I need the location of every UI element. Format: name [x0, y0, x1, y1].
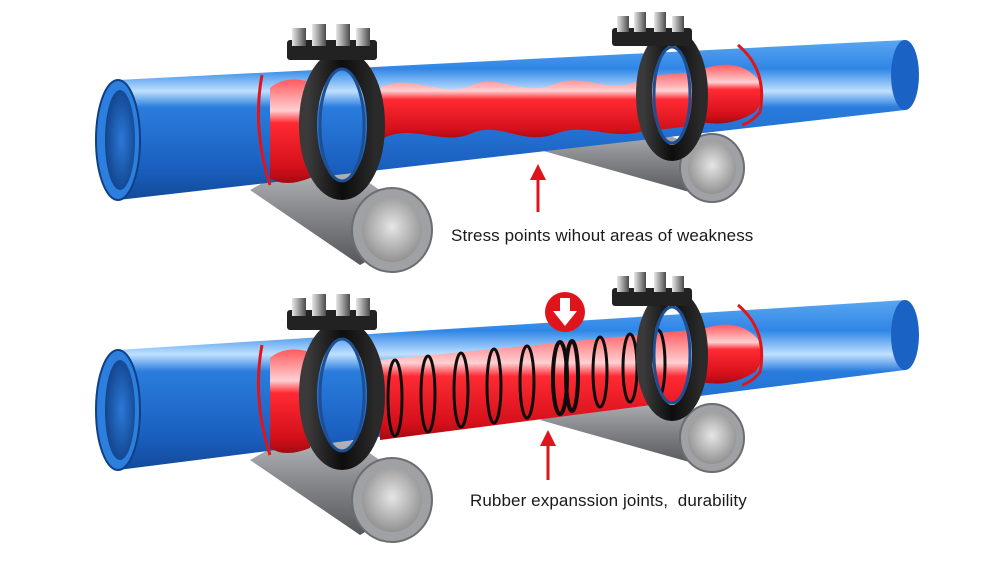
pipe-clamp-right-bottom	[612, 272, 708, 421]
bolt-icon	[292, 24, 370, 46]
pipe-clamp-left-bottom	[287, 294, 385, 470]
top-panel	[95, 12, 919, 273]
up-arrow-icon	[530, 164, 546, 212]
pipe-clamp-left-top	[287, 24, 385, 200]
support-pipe-right	[540, 385, 745, 473]
stress-zone-top	[256, 43, 764, 186]
down-arrow-icon	[545, 292, 585, 332]
caption-rubber-joints: Rubber expanssion joints, durability	[470, 491, 747, 510]
pipe-clamp-right-top	[612, 12, 708, 161]
bolt-icon	[617, 12, 684, 32]
bolt-icon	[292, 294, 370, 316]
bolt-icon	[617, 272, 684, 292]
caption-stress-points: Stress points wihout areas of weakness	[451, 226, 754, 245]
bottom-panel	[95, 272, 919, 543]
up-arrow-icon	[540, 430, 556, 480]
